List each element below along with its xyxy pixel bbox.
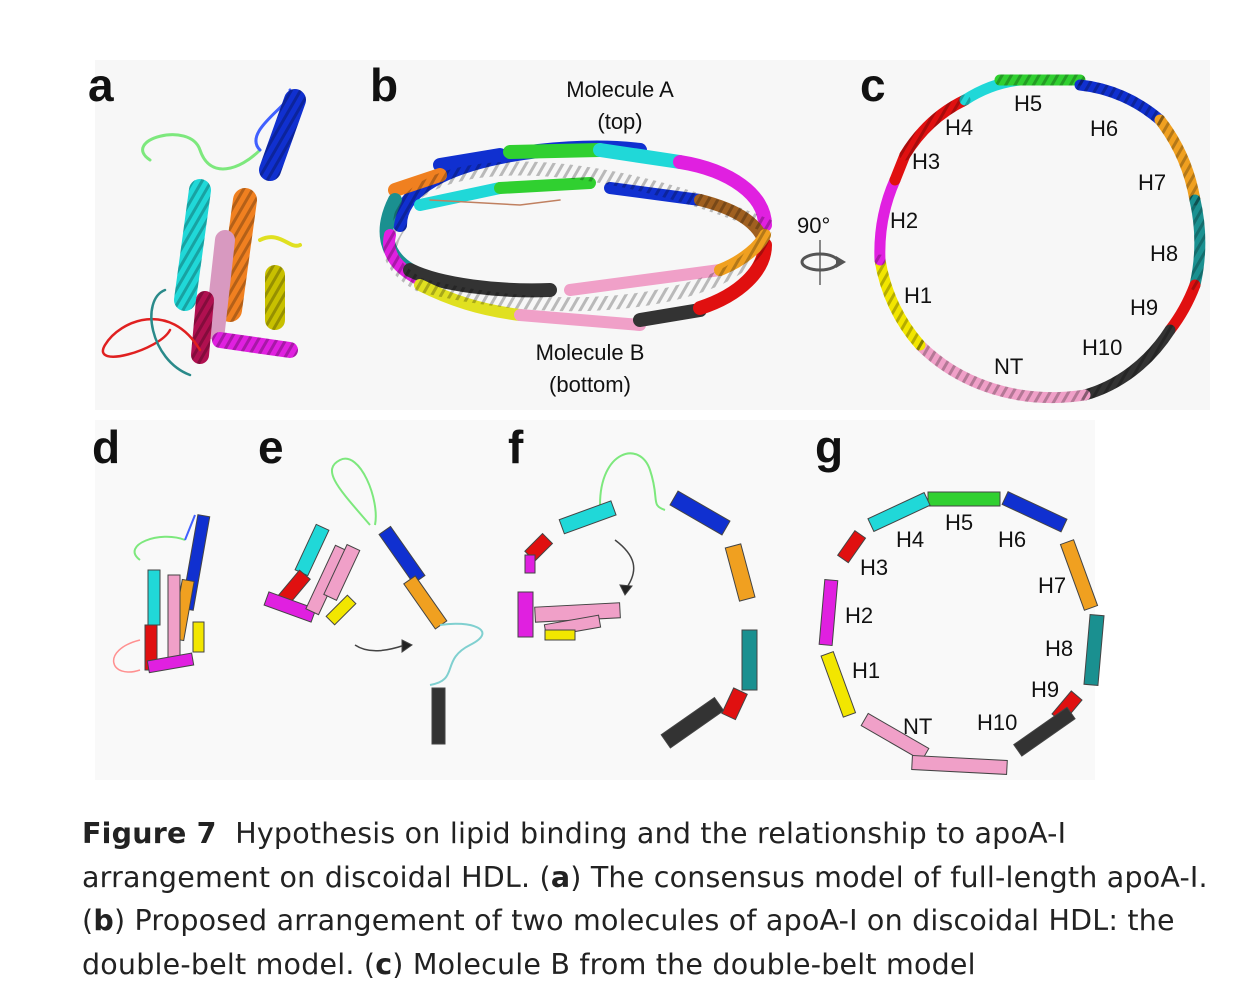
- panel-letter-b: b: [370, 59, 399, 111]
- c-label-h7: H7: [1138, 170, 1167, 195]
- panel-f-cylinders: [517, 452, 758, 749]
- g-label-nt: NT: [903, 714, 933, 739]
- rotation-label: 90°: [797, 213, 831, 238]
- panel-d-cylinders: [112, 514, 211, 674]
- caption-text-1: Hypothesis on lipid binding and the rela…: [82, 817, 1067, 894]
- c-label-h2: H2: [890, 208, 919, 233]
- g-label-h10: H10: [977, 710, 1018, 735]
- panel-letter-g: g: [815, 421, 844, 473]
- c-label-h8: H8: [1150, 241, 1179, 266]
- g-label-h5: H5: [945, 510, 974, 535]
- bottom-panels-bg: [95, 420, 1095, 780]
- caption-ref-c: c: [375, 947, 393, 981]
- g-label-h6: H6: [998, 527, 1027, 552]
- g-label-h9: H9: [1031, 677, 1060, 702]
- c-label-h1: H1: [904, 283, 933, 308]
- c-label-h10: H10: [1082, 335, 1123, 360]
- g-label-h2: H2: [845, 603, 874, 628]
- panel-b-double-belt: [379, 140, 773, 331]
- caption-ref-a: a: [550, 860, 571, 894]
- c-label-h5: H5: [1014, 91, 1043, 116]
- c-label-h6: H6: [1090, 116, 1119, 141]
- molecule-b-label: Molecule B: [535, 340, 645, 365]
- molecule-a-sublabel: (top): [597, 109, 643, 134]
- g-label-h3: H3: [860, 555, 889, 580]
- molecule-a-label: Molecule A: [566, 77, 674, 102]
- panel-a-structure: [101, 88, 306, 377]
- caption-text-4: ) Molecule B from the double-belt model: [392, 947, 976, 981]
- caption-text-3: ) Proposed arrangement of two molecules …: [82, 904, 1175, 981]
- c-label-h4: H4: [945, 115, 974, 140]
- panel-c-ring: [874, 74, 1206, 403]
- panel-letter-f: f: [508, 421, 524, 473]
- molecule-b-sublabel: (bottom): [549, 372, 631, 397]
- panel-letter-d: d: [92, 421, 121, 473]
- panel-letter-a: a: [88, 59, 114, 111]
- g-label-h4: H4: [896, 527, 925, 552]
- caption-text-2: ) The consensus model of full-length apo…: [82, 860, 1208, 938]
- caption-ref-b: b: [93, 904, 114, 937]
- g-label-h7: H7: [1038, 573, 1067, 598]
- panel-g-ring: [818, 491, 1105, 775]
- g-label-h8: H8: [1045, 636, 1074, 661]
- c-label-h3: H3: [912, 149, 941, 174]
- rotation-arrow-icon: [800, 240, 846, 285]
- figure-caption: Figure 7 Hypothesis on lipid binding and…: [82, 812, 1222, 986]
- panel-e-cylinders: [263, 457, 484, 745]
- panel-letter-c: c: [860, 59, 886, 111]
- panel-letter-e: e: [258, 421, 284, 473]
- c-label-h9: H9: [1130, 295, 1159, 320]
- g-label-h1: H1: [852, 658, 881, 683]
- figure-number: Figure 7: [82, 817, 217, 850]
- c-label-nt: NT: [994, 354, 1024, 379]
